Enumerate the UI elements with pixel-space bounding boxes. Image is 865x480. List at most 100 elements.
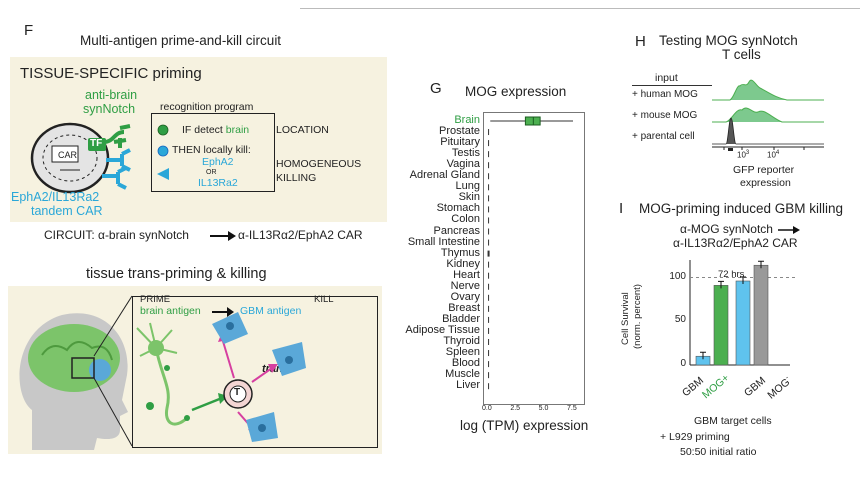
h-xlabel-2: expression (740, 177, 791, 189)
h-xlabel-1: GFP reporter (733, 164, 795, 176)
panel-h-letter: H (635, 33, 646, 50)
tcell-cartoon (30, 122, 131, 194)
i-ylabel-2: (norm. percent) (632, 284, 643, 349)
i-sub-arrow-icon (778, 226, 800, 234)
i-ytick-label: 0 (680, 358, 686, 369)
epha2-text: EphA2 (202, 156, 234, 168)
g-tissue-label: Pituitary (440, 136, 480, 149)
i-bar-chart (689, 260, 795, 366)
panel-h-title-2: T cells (722, 47, 761, 62)
g-tissue-label: Nerve (450, 279, 480, 292)
synnotch-label: synNotch (83, 102, 136, 116)
g-box-plot (487, 116, 573, 390)
g-tissue-label: Prostate (439, 125, 480, 138)
g-tissue-label: Kidney (446, 257, 480, 270)
h-input-rule (632, 85, 712, 86)
tandem-car-label: tandem CAR (31, 204, 103, 218)
prime-kill-arrow-icon (212, 307, 234, 317)
neuron-icon (136, 322, 228, 426)
recognition-box (151, 113, 275, 192)
i-ytick-label: 100 (669, 270, 686, 282)
h-row-human: + human MOG (632, 89, 698, 100)
g-tissue-label: Bladder (442, 312, 480, 325)
if-detect-prefix: IF detect (182, 124, 226, 136)
i-hrs-label: 72 hrs (718, 269, 745, 280)
brain-head-icon (19, 313, 128, 450)
i-sub-2: α-IL13Rα2/EphA2 CAR (673, 236, 798, 250)
g-tissue-label: Adrenal Gland (409, 169, 480, 182)
recognition-title: recognition program (160, 101, 254, 113)
i-xlabel: GBM target cells (694, 415, 772, 427)
g-tissue-label: Thyroid (443, 335, 480, 347)
h-tick-10000: 104 (767, 150, 779, 160)
t-cell-icon (223, 379, 253, 409)
g-tissue-label: Pancreas (433, 224, 480, 237)
g-plot-frame (483, 112, 585, 405)
trans-title: tissue trans-priming & killing (86, 266, 267, 282)
panel-i-title: MOG-priming induced GBM killing (639, 201, 844, 216)
if-detect-brain: brain (225, 124, 250, 136)
g-tissue-label: Heart (453, 268, 480, 281)
then-kill-text: THEN locally kill: (172, 144, 251, 156)
g-tissue-label: Breast (448, 301, 480, 314)
gbm-cells-icon (212, 312, 306, 442)
i-bar (713, 285, 729, 366)
h-tick-1000: 103 (737, 150, 749, 160)
gbm-antigen-label: GBM antigen (240, 305, 302, 317)
g-tissue-label: Blood (451, 357, 480, 370)
panel-g-letter: G (430, 80, 442, 97)
t-cell-label: T (234, 387, 241, 398)
h-tick-1-base: 10 (737, 150, 746, 160)
g-tissue-label: Spleen (445, 346, 480, 359)
brain-antigen-label: brain antigen (140, 305, 201, 317)
g-xtick-label: 2.5 (510, 405, 521, 412)
circuit-prefix: CIRCUIT: α-brain synNotch (44, 228, 189, 242)
h-tick-2-base: 10 (767, 150, 776, 160)
circuit-arrow-icon (210, 231, 236, 241)
i-bar (753, 264, 769, 366)
i-foot-2: 50:50 initial ratio (680, 446, 757, 458)
g-brain-box (524, 116, 541, 126)
g-tissue-label: Liver (456, 379, 480, 392)
i-sub-1: α-MOG synNotch (680, 222, 773, 236)
h-row-parental: + parental cell (632, 131, 695, 142)
anti-brain-label: anti-brain (85, 88, 138, 102)
g-tissue-label: Stomach (436, 202, 480, 215)
tf-badge (88, 138, 106, 151)
g-xtick-label: 7.5 (567, 405, 577, 412)
g-tissue-label: Lung (455, 180, 480, 193)
prime-label: PRIME (140, 294, 171, 305)
car-label: CAR (58, 150, 78, 160)
tf-label: TF (90, 138, 103, 149)
i-group-mogplus: MOG+ (700, 371, 732, 402)
i-group-mogminus: MOG- (765, 374, 794, 401)
panel-h-title-1: Testing MOG synNotch (659, 33, 798, 48)
or-text: OR (206, 169, 217, 176)
g-xlabel: log (TPM) expression (460, 418, 589, 433)
i-ylabel-1: Cell Survival (620, 292, 631, 345)
panel-f-letter: F (24, 22, 34, 39)
g-tissue-label: Thymus (440, 246, 480, 259)
g-tissue-label: Ovary (450, 290, 480, 303)
circuit-suffix: α-IL13Rα2/EphA2 CAR (238, 228, 363, 242)
box-title: TISSUE-SPECIFIC priming (20, 65, 202, 82)
h-row-mouse: + mouse MOG (632, 110, 698, 121)
recognition-icons (157, 124, 169, 180)
h-tick-1-exp: 3 (745, 150, 750, 156)
location-label: LOCATION (276, 124, 329, 136)
i-bar (735, 280, 751, 366)
panel-g-title: MOG expression (465, 84, 567, 99)
if-detect-text: IF detect brain (182, 124, 249, 136)
g-tissue-label: Vagina (446, 158, 480, 171)
g-tissue-label: Testis (451, 147, 480, 160)
killing-label: KILLING (276, 172, 317, 184)
g-tissue-label: Small Intestine (407, 235, 480, 248)
g-tissue-label: Skin (458, 191, 480, 204)
panel-f-title: Multi-antigen prime-and-kill circuit (80, 33, 282, 48)
g-tissue-label: Colon (451, 213, 480, 226)
h-histograms (712, 79, 824, 151)
i-foot-1: + L929 priming (660, 431, 730, 443)
h-input-label: input (655, 72, 678, 84)
g-tissue-label: Adipose Tissue (405, 323, 480, 336)
g-tissue-label: Brain (454, 114, 480, 126)
